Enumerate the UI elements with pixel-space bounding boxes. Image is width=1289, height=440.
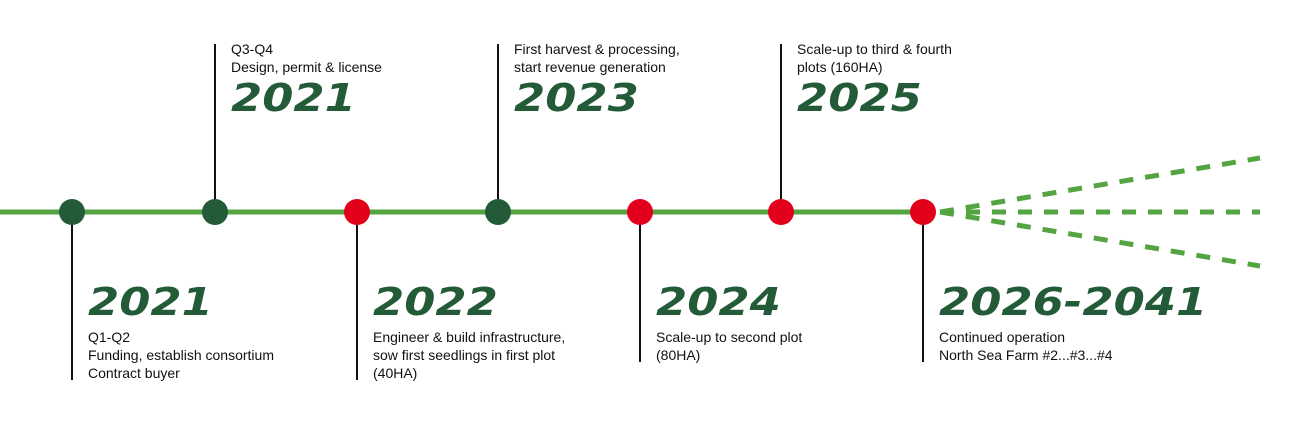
milestone-description: Scale-up to third & fourth plots (160HA) [797, 40, 952, 76]
milestone-dot-2 [202, 199, 228, 225]
description-line: Scale-up to second plot [656, 329, 803, 345]
milestone-year: 2022 [373, 280, 498, 324]
milestone-dot-3 [344, 199, 370, 225]
description-line: Q3-Q4 [231, 41, 274, 57]
description-line: Continued operation [939, 329, 1066, 345]
milestone-description: Q1-Q2 Funding, establish consortium Cont… [88, 328, 274, 382]
description-line: Funding, establish consortium [88, 347, 274, 363]
milestone-year: 2023 [514, 76, 639, 120]
description-line: (80HA) [656, 347, 701, 363]
milestone-dot-7 [910, 199, 936, 225]
milestone-dot-4 [485, 199, 511, 225]
milestone-year: 2026-2041 [939, 280, 1208, 324]
future-dashed-line-down [939, 209, 1261, 269]
milestone-description: First harvest & processing, start revenu… [514, 40, 680, 76]
description-line: plots (160HA) [797, 59, 883, 75]
milestone-description: Scale-up to second plot (80HA) [656, 328, 802, 364]
description-line: First harvest & processing, [514, 41, 680, 57]
description-line: Design, permit & license [231, 59, 382, 75]
milestone-dot-1 [59, 199, 85, 225]
milestone-year: 2021 [88, 280, 213, 324]
description-line: sow first seedlings in first plot [373, 347, 556, 363]
description-line: Contract buyer [88, 365, 180, 381]
description-line: Engineer & build infrastructure, [373, 329, 566, 345]
milestone-dot-6 [768, 199, 794, 225]
future-dashed-line-up [939, 155, 1261, 215]
milestone-dot-5 [627, 199, 653, 225]
milestone-2025: Scale-up to third & fourth plots (160HA)… [797, 40, 952, 118]
description-line: (40HA) [373, 365, 418, 381]
milestone-description: Q3-Q4 Design, permit & license [231, 40, 382, 76]
description-line: start revenue generation [514, 59, 666, 75]
milestone-2024: 2024 Scale-up to second plot (80HA) [656, 282, 802, 364]
milestone-2022: 2022 Engineer & build infrastructure, so… [373, 282, 565, 382]
milestone-year: 2025 [797, 76, 922, 120]
milestone-2021-h2: Q3-Q4 Design, permit & license 2021 [231, 40, 382, 118]
milestone-description: Continued operation North Sea Farm #2...… [939, 328, 1166, 364]
description-line: North Sea Farm #2...#3...#4 [939, 347, 1113, 363]
milestone-year: 2024 [656, 280, 781, 324]
description-line: Q1-Q2 [88, 329, 131, 345]
milestone-year: 2021 [231, 76, 356, 120]
milestone-description: Engineer & build infrastructure, sow fir… [373, 328, 565, 382]
milestone-2023: First harvest & processing, start revenu… [514, 40, 680, 118]
milestone-2021-h1: 2021 Q1-Q2 Funding, establish consortium… [88, 282, 274, 382]
milestone-2026-2041: 2026-2041 Continued operation North Sea … [939, 282, 1207, 364]
description-line: Scale-up to third & fourth [797, 41, 952, 57]
